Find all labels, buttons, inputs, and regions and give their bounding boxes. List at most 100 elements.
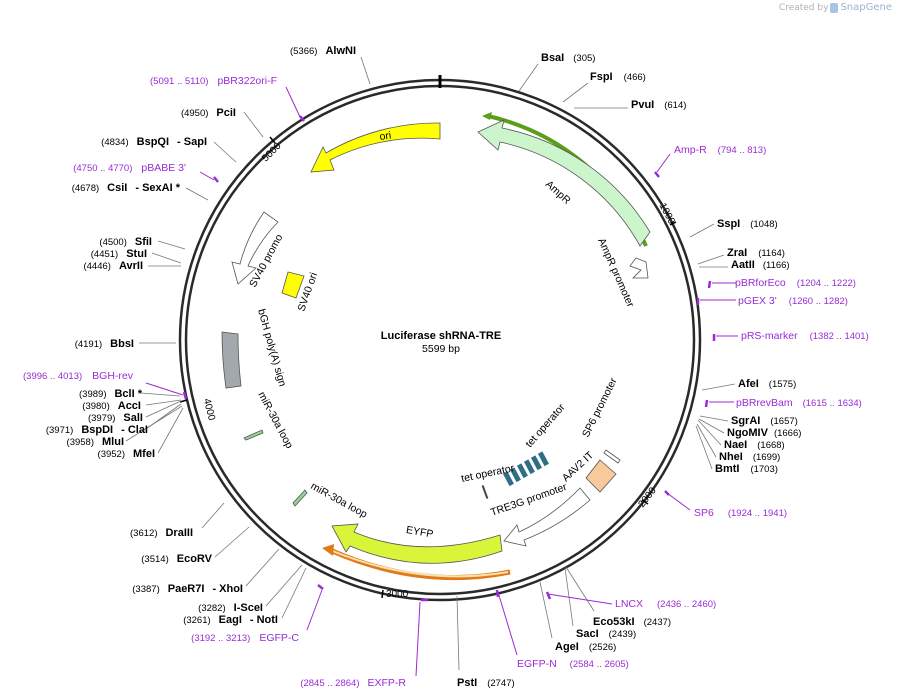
site-sapi-name[interactable]: - SapI bbox=[177, 136, 207, 148]
site-i-scei-name[interactable]: I-SceI bbox=[234, 602, 263, 614]
site-bspqi-pos: (4834) bbox=[101, 137, 128, 148]
site-eco53ki-name[interactable]: Eco53kI bbox=[593, 616, 635, 628]
primer-pgex-name[interactable]: pGEX 3' bbox=[738, 295, 777, 307]
bgh-polya-box[interactable] bbox=[221, 331, 242, 389]
site-saci-name[interactable]: SacI bbox=[576, 628, 599, 640]
svg-text:PvuI(614): PvuI (614) bbox=[631, 99, 686, 111]
primer-amp-r-name[interactable]: Amp-R bbox=[674, 144, 707, 156]
sp6-promoter-arrow[interactable] bbox=[603, 449, 621, 464]
site-noti-name[interactable]: - NotI bbox=[250, 614, 278, 626]
site-fspi-name[interactable]: FspI bbox=[590, 71, 613, 83]
primer-pbrforeco-name[interactable]: pBRforEco bbox=[735, 277, 786, 289]
ampr-arrow[interactable] bbox=[477, 119, 651, 247]
ampr-promoter-arrow[interactable] bbox=[629, 257, 649, 279]
primer-pbrrevbam-name[interactable]: pBRrevBam bbox=[736, 397, 793, 409]
primer-egfp-n-name[interactable]: EGFP-N bbox=[517, 658, 557, 670]
site-sali-name[interactable]: SalI bbox=[123, 412, 143, 424]
site-acci-name[interactable]: AccI bbox=[118, 400, 141, 412]
svg-text:PstI(2747): PstI (2747) bbox=[457, 677, 515, 689]
site-agei-name[interactable]: AgeI bbox=[555, 641, 579, 653]
site-stui-name[interactable]: StuI bbox=[126, 248, 147, 260]
leader-eagi bbox=[281, 567, 307, 619]
sv40-promoter-arrow[interactable] bbox=[231, 211, 279, 285]
primer-exfp-r-name[interactable]: EXFP-R bbox=[367, 677, 406, 689]
site-naei-name[interactable]: NaeI bbox=[724, 439, 747, 451]
tet-operator-repeats[interactable] bbox=[481, 451, 549, 499]
primer-pbabe-name[interactable]: pBABE 3' bbox=[141, 162, 186, 174]
primer-lncx-pos: (2436 .. 2460) bbox=[657, 599, 716, 610]
tet-operator-block-6 bbox=[537, 451, 549, 467]
tick-5000 bbox=[269, 136, 276, 144]
site-pvui-name[interactable]: PvuI bbox=[631, 99, 654, 111]
leader-nhei bbox=[696, 423, 717, 458]
aav2-itr-box[interactable] bbox=[585, 459, 617, 493]
site-paer7i-name[interactable]: PaeR7I bbox=[168, 583, 205, 595]
sv40-ori-box[interactable] bbox=[281, 271, 305, 299]
plasmid-length: 5599 bp bbox=[422, 343, 460, 355]
site-psti-name[interactable]: PstI bbox=[457, 677, 477, 689]
svg-text:NgoMIV(1666): NgoMIV(1666) bbox=[727, 427, 801, 439]
features: ori AmpR AmpR promoter SV40 promoter SV4… bbox=[0, 0, 651, 581]
site-sexai-name[interactable]: - SexAI * bbox=[135, 182, 180, 194]
tet-operator-block-4 bbox=[523, 459, 535, 475]
site-ngomiv-name[interactable]: NgoMIV bbox=[727, 427, 769, 439]
leader-psti bbox=[456, 595, 460, 671]
site-sgrai-name[interactable]: SgrAI bbox=[731, 415, 760, 427]
tick-1000 bbox=[669, 221, 677, 226]
eyfp-arrow[interactable] bbox=[331, 523, 503, 564]
primer-egfp-c-name[interactable]: EGFP-C bbox=[259, 632, 299, 644]
snapgene-logo-icon bbox=[830, 2, 839, 13]
primer-prs-marker-name[interactable]: pRS-marker bbox=[741, 330, 798, 342]
site-xhoi-name[interactable]: - XhoI bbox=[212, 583, 243, 595]
leader-i-scei bbox=[265, 564, 303, 607]
mir30a-loop-1-marker[interactable] bbox=[243, 429, 264, 441]
svg-text:(3387)PaeR7I- XhoI: (3387) PaeR7I - XhoI bbox=[132, 583, 243, 595]
primer-pbr322ori-f-name[interactable]: pBR322ori-F bbox=[217, 75, 277, 87]
site-bspqi-name[interactable]: BspQI bbox=[137, 136, 169, 148]
site-psti-pos: (2747) bbox=[487, 678, 514, 689]
site-zrai-name[interactable]: ZraI bbox=[727, 247, 747, 259]
site-paer7i-pos: (3387) bbox=[132, 584, 159, 595]
primer-labels: Amp-R(794 .. 813) pBRforEco(1204 .. 1222… bbox=[23, 75, 869, 689]
site-bcli-name[interactable]: BclI * bbox=[114, 388, 142, 400]
site-eagi-name[interactable]: EagI bbox=[219, 614, 242, 626]
svg-text:(3192 .. 3213)EGFP-C: (3192 .. 3213)EGFP-C bbox=[191, 632, 299, 644]
primer-leader-sp6 bbox=[666, 492, 691, 511]
site-bmti-name[interactable]: BmtI bbox=[715, 463, 739, 475]
site-avrii-name[interactable]: AvrII bbox=[119, 260, 143, 272]
svg-text:(4678)CsiI- SexAI *: (4678)CsiI- SexAI * bbox=[72, 182, 181, 194]
site-bbsi-name[interactable]: BbsI bbox=[110, 338, 134, 350]
snapgene-credit: Created by SnapGene bbox=[779, 2, 892, 13]
primer-leader-pbr322ori-f bbox=[285, 86, 301, 118]
site-clai-name[interactable]: - ClaI bbox=[121, 424, 148, 436]
primer-egfp-n-pos: (2584 .. 2605) bbox=[570, 659, 629, 670]
tre3g-promoter-arrow[interactable] bbox=[503, 487, 591, 547]
mir30a-loop-2-marker[interactable] bbox=[292, 489, 308, 507]
svg-text:NaeI(1668): NaeI(1668) bbox=[724, 439, 785, 451]
primer-mark-lncx bbox=[545, 591, 552, 600]
primer-lncx-name[interactable]: LNCX bbox=[615, 598, 643, 610]
site-pvui-pos: (614) bbox=[664, 100, 686, 111]
site-draiii-name[interactable]: DraIII bbox=[165, 527, 193, 539]
primer-sp6-name[interactable]: SP6 bbox=[694, 507, 714, 519]
site-csii-name[interactable]: CsiI bbox=[107, 182, 127, 194]
site-bspdi-name[interactable]: BspDI bbox=[81, 424, 113, 436]
site-ecorv-name[interactable]: EcoRV bbox=[177, 553, 213, 565]
site-sspi-name[interactable]: SspI bbox=[717, 218, 740, 230]
primer-bgh-rev-name[interactable]: BGH-rev bbox=[92, 370, 134, 382]
primer-mark-pbrrevbam bbox=[704, 399, 709, 408]
site-alwni-name[interactable]: AlwNI bbox=[325, 45, 356, 57]
primer-pbrforeco-pos: (1204 .. 1222) bbox=[797, 278, 856, 289]
site-bsai-name[interactable]: BsaI bbox=[541, 52, 564, 64]
site-zrai-pos: (1164) bbox=[758, 248, 785, 259]
site-aatii-name[interactable]: AatII bbox=[731, 259, 755, 271]
site-mlui-name[interactable]: MluI bbox=[102, 436, 124, 448]
site-avrii-pos: (4446) bbox=[83, 261, 110, 272]
site-nhei-name[interactable]: NheI bbox=[719, 451, 743, 463]
site-mfei-name[interactable]: MfeI bbox=[133, 448, 155, 460]
site-mlui-pos: (3958) bbox=[67, 437, 94, 448]
site-afei-name[interactable]: AfeI bbox=[738, 378, 759, 390]
site-sfii-name[interactable]: SfiI bbox=[135, 236, 152, 248]
ori-arrow[interactable] bbox=[310, 122, 441, 173]
site-pcii-name[interactable]: PciI bbox=[216, 107, 236, 119]
